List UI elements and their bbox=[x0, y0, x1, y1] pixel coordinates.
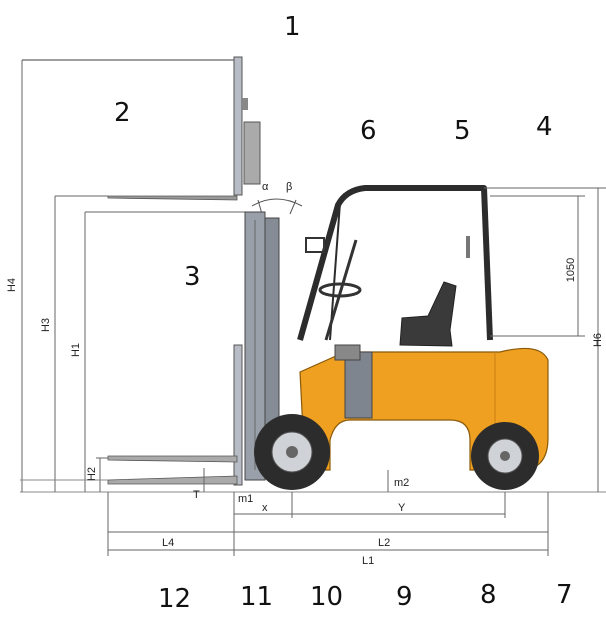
tilt-arc bbox=[251, 198, 303, 207]
rear-axle bbox=[500, 451, 510, 461]
raised-fork bbox=[107, 195, 238, 201]
callout-2: 2 bbox=[114, 98, 131, 128]
l1-label: L1 bbox=[362, 555, 374, 567]
callout-4: 4 bbox=[536, 112, 553, 142]
beta-label: β bbox=[286, 181, 292, 193]
callout-3: 3 bbox=[184, 262, 201, 292]
fork-upper bbox=[107, 455, 238, 463]
callout-1: 1 bbox=[284, 12, 301, 42]
side-step bbox=[334, 344, 361, 361]
steering-wheel bbox=[318, 282, 362, 298]
seat bbox=[399, 281, 457, 347]
front-axle bbox=[286, 446, 298, 458]
battery-cover bbox=[344, 351, 373, 419]
x-label: x bbox=[262, 502, 268, 514]
raised-carriage bbox=[233, 56, 243, 196]
raised-carriage-roller bbox=[242, 98, 248, 110]
steering-column bbox=[324, 239, 358, 341]
raised-backrest bbox=[243, 121, 261, 185]
h4-label: H4 bbox=[6, 278, 18, 292]
h2-label: H2 bbox=[86, 467, 98, 481]
t-label: T bbox=[193, 489, 200, 501]
y-label: Y bbox=[398, 502, 406, 514]
fork-lower bbox=[107, 475, 238, 485]
h3-label: H3 bbox=[40, 318, 52, 332]
callout-6: 6 bbox=[360, 116, 377, 146]
h6-label: H6 bbox=[592, 333, 604, 347]
alpha-label: α bbox=[262, 181, 269, 193]
callout-5: 5 bbox=[454, 116, 471, 146]
mirror bbox=[305, 237, 325, 253]
guard-handle bbox=[466, 236, 470, 258]
overhead-guard bbox=[297, 185, 493, 341]
lower-carriage bbox=[233, 344, 243, 486]
h1-label: H1 bbox=[70, 343, 82, 357]
tilt-beta-tick bbox=[289, 199, 297, 215]
callout-12: 12 bbox=[158, 584, 192, 614]
callout-9: 9 bbox=[396, 582, 413, 612]
callout-11: 11 bbox=[240, 582, 274, 612]
callout-10: 10 bbox=[310, 582, 344, 612]
l4-label: L4 bbox=[162, 537, 174, 549]
callout-7: 7 bbox=[556, 580, 573, 610]
cab-height-label: 1050 bbox=[565, 258, 577, 282]
m2-label: m2 bbox=[394, 477, 409, 489]
callout-8: 8 bbox=[480, 580, 497, 610]
m1-label: m1 bbox=[238, 493, 253, 505]
l2-label: L2 bbox=[378, 537, 390, 549]
